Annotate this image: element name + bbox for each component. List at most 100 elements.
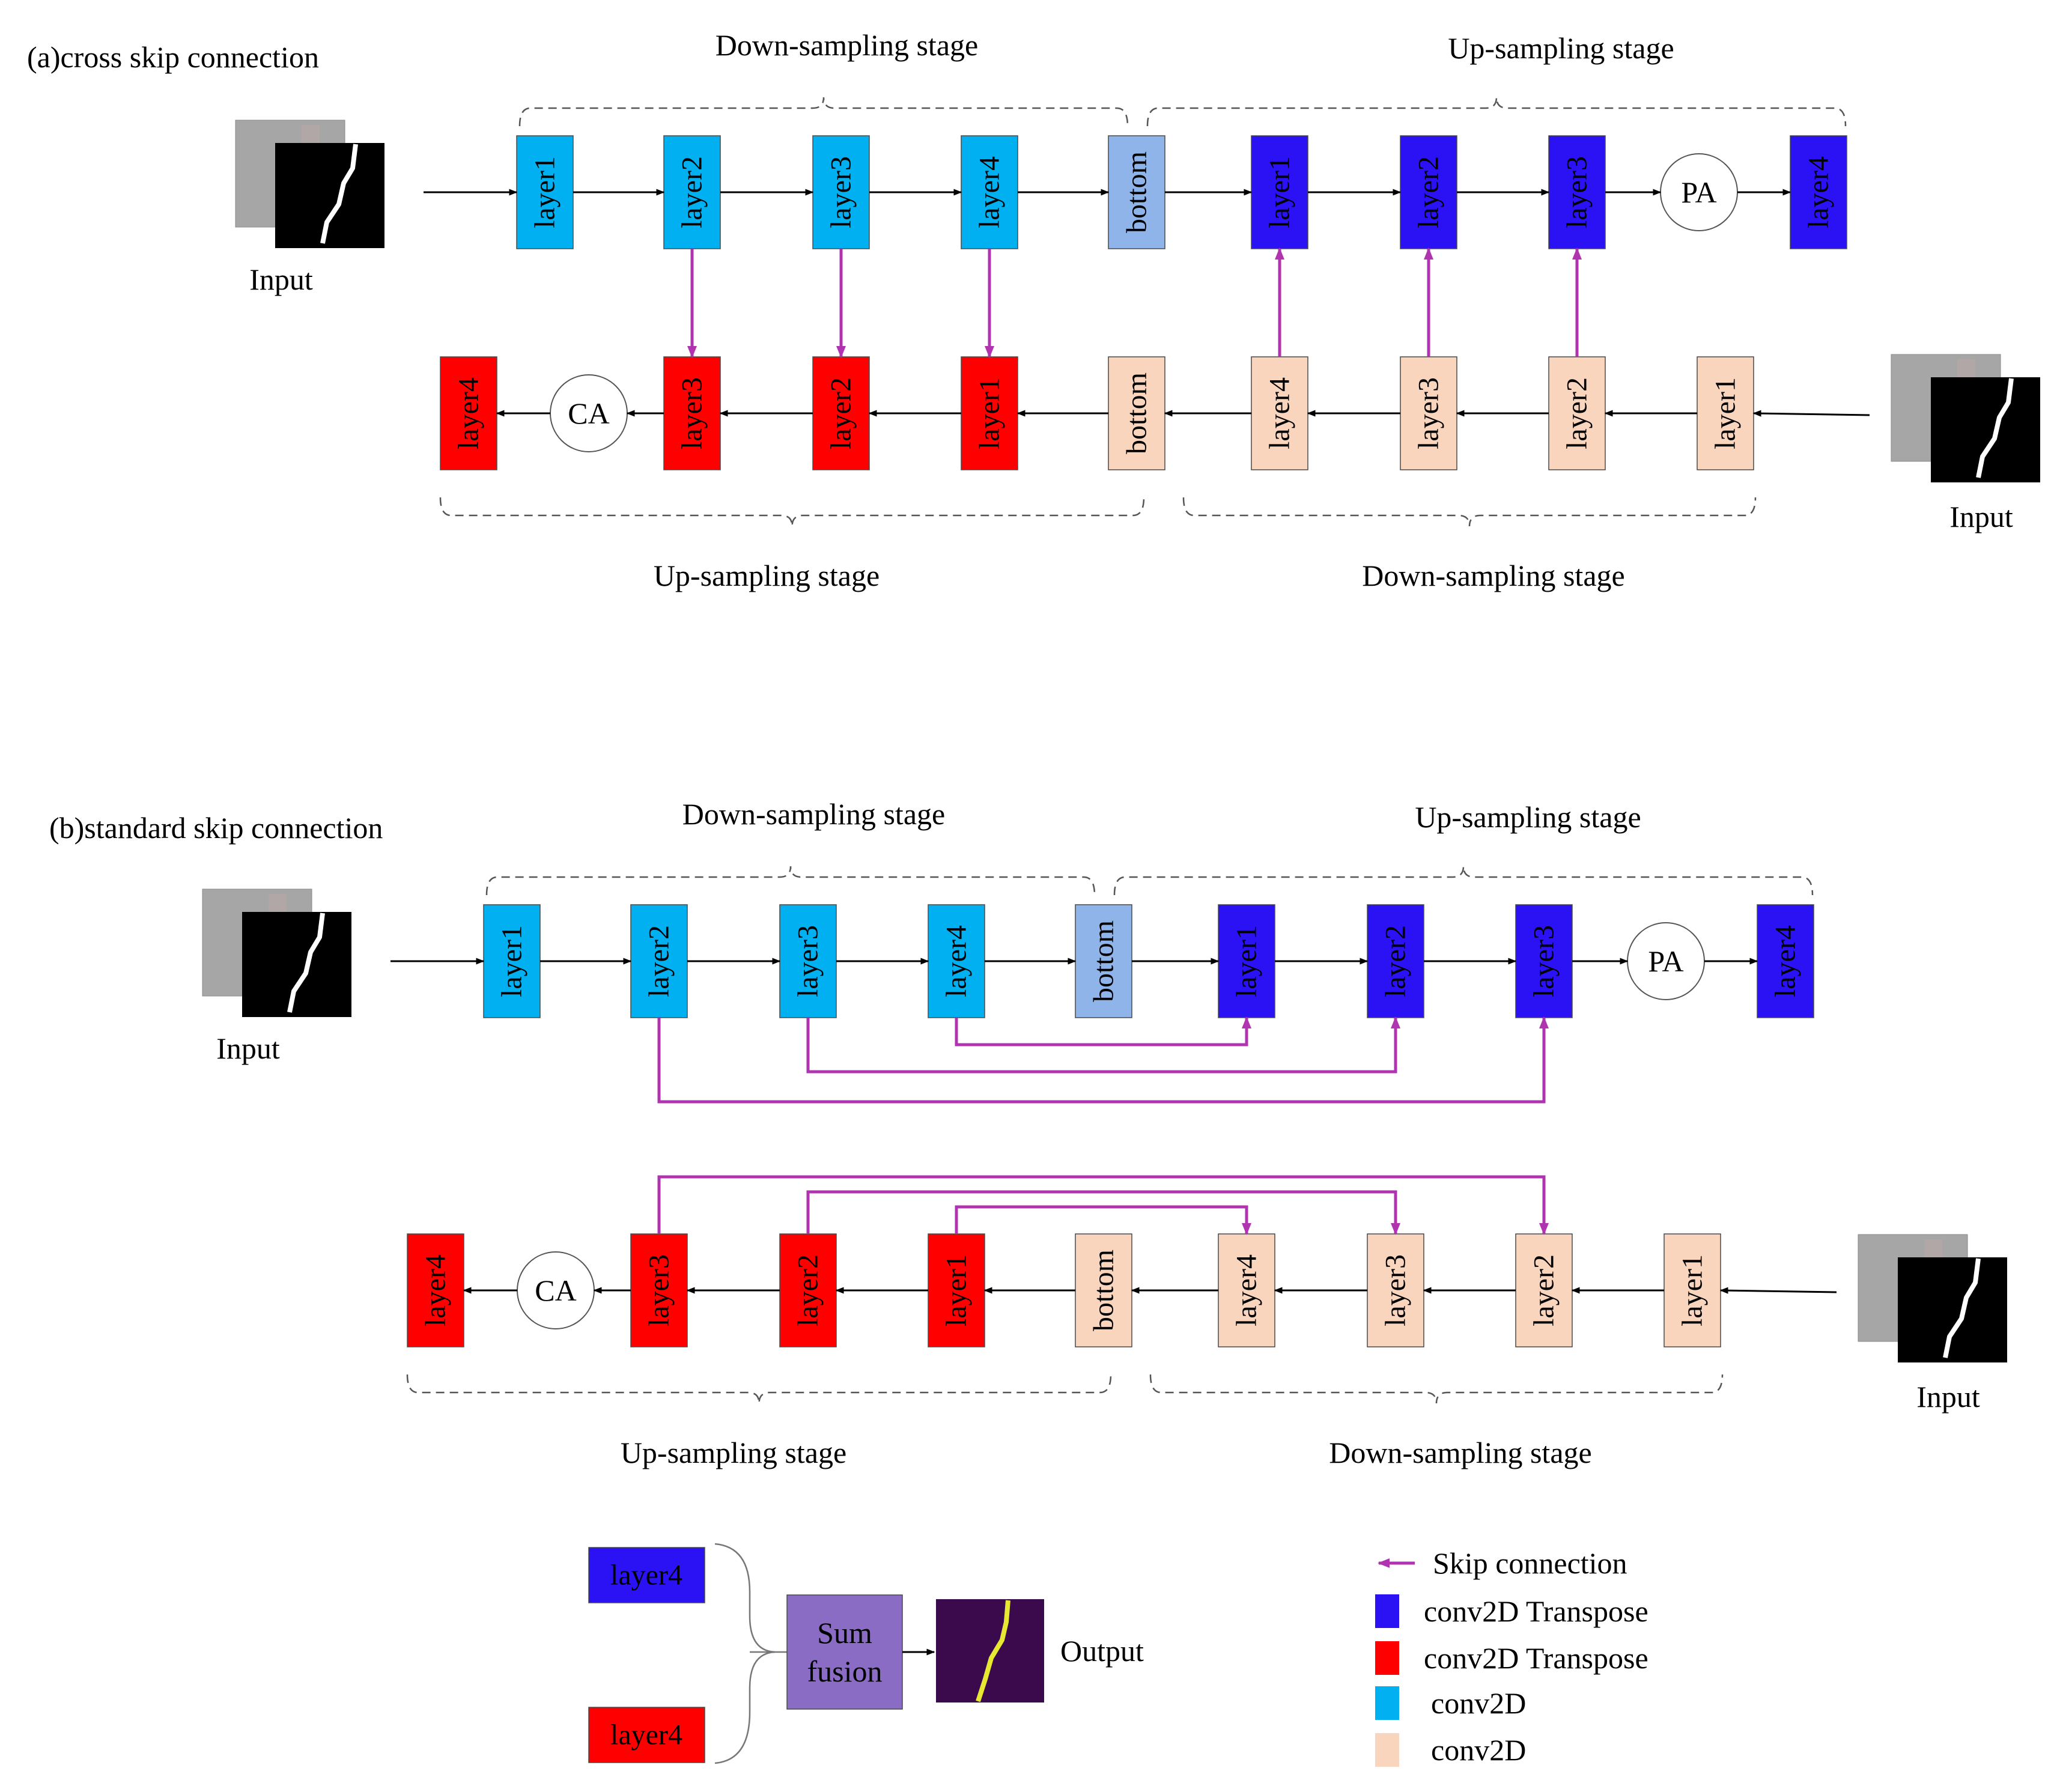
flow-arrow: [1752, 410, 1870, 417]
top-block-7-box: [1367, 904, 1424, 1018]
mask-image: [1898, 1257, 2007, 1362]
skip-connection-arrow: [657, 1016, 1549, 1104]
bottom-block-4-label: layer2: [825, 377, 857, 449]
top-block-3-label: layer3: [792, 925, 824, 997]
legend-swatch-dec_a: [1375, 1594, 1399, 1628]
top-block-1-label: layer1: [529, 156, 561, 228]
bottom-block-10-label: layer1: [1677, 1254, 1709, 1326]
top-block-4: layer4: [928, 904, 985, 1018]
top-block-3-label: layer3: [825, 156, 857, 228]
top-block-8: layer3: [1548, 135, 1606, 249]
top-block-1: layer1: [516, 135, 574, 249]
stage-label: Up-sampling stage: [621, 1436, 846, 1469]
bottom-block-7: layer4: [1251, 356, 1308, 470]
top-block-10: layer4: [1790, 135, 1847, 249]
bottom-block-1-box: [407, 1233, 464, 1347]
legend-label-skip: Skip connection: [1433, 1546, 1627, 1580]
fusion-red-layer4: layer4: [588, 1707, 705, 1763]
top-block-7: layer2: [1400, 135, 1457, 249]
top-block-5-label: bottom: [1088, 920, 1120, 1002]
top-block-2-label: layer2: [676, 156, 708, 228]
legend-label-enc_b: conv2D: [1431, 1733, 1526, 1767]
top-block-10-label: layer4: [1803, 156, 1835, 228]
top-block-5-box: [1075, 904, 1132, 1018]
bottom-block-7: layer4: [1218, 1233, 1275, 1347]
input-image-2: [1891, 354, 2040, 482]
stage-label: Down-sampling stage: [1362, 559, 1624, 592]
ca-node-label: CA: [535, 1274, 576, 1307]
output-image: [936, 1599, 1044, 1702]
bottom-block-10-box: [1697, 356, 1754, 470]
mask-image: [1931, 377, 2040, 482]
input-label: Input: [249, 263, 313, 296]
top-block-4-label: layer4: [974, 156, 1006, 228]
top-block-5: bottom: [1075, 904, 1132, 1018]
stage-label: Down-sampling stage: [682, 797, 945, 831]
down-stage-brace: [485, 866, 1096, 896]
fusion-label: fusion: [807, 1654, 883, 1688]
bottom-block-6-label: bottom: [1088, 1250, 1120, 1331]
input-image-2: [1858, 1234, 2007, 1362]
top-block-8-box: [1515, 904, 1573, 1018]
bottom-block-6: bottom: [1108, 356, 1165, 470]
bottom-block-9: layer2: [1548, 356, 1606, 470]
top-block-7: layer2: [1367, 904, 1424, 1018]
top-block-10-box: [1757, 904, 1814, 1018]
bottom-block-5-label: layer1: [941, 1254, 973, 1326]
skip-connection-arrow: [955, 1205, 1251, 1235]
bottom-block-7-label: layer4: [1231, 1254, 1263, 1326]
skip-connection-arrow: [955, 1016, 1251, 1046]
ca-node-label: CA: [568, 396, 609, 430]
bottom-block-5: layer1: [928, 1233, 985, 1347]
down-stage-brace: [1149, 1374, 1724, 1404]
input-label-2: Input: [1949, 500, 2013, 533]
top-block-2: layer2: [663, 135, 721, 249]
bottom-block-1-label: layer4: [453, 377, 485, 449]
output-crack: [976, 1600, 1010, 1702]
bottom-block-1: layer4: [407, 1233, 464, 1347]
stage-label: Up-sampling stage: [1448, 31, 1674, 65]
top-block-4: layer4: [961, 135, 1018, 249]
top-block-4-box: [961, 135, 1018, 249]
legend-swatch-enc_a: [1375, 1686, 1399, 1720]
top-block-5-label: bottom: [1121, 151, 1153, 233]
flow-arrow: [1719, 1287, 1837, 1294]
input-label-2: Input: [1916, 1380, 1980, 1414]
top-block-2: layer2: [630, 904, 688, 1018]
bottom-block-5-box: [961, 356, 1018, 470]
bottom-block-3: layer3: [663, 356, 721, 470]
stage-label: Up-sampling stage: [654, 559, 880, 592]
sum-label: Sum: [817, 1616, 872, 1650]
bottom-block-3-label: layer3: [676, 377, 708, 449]
bottom-block-8-box: [1367, 1233, 1424, 1347]
sum-fusion-box: [786, 1594, 903, 1710]
up-stage-brace: [1146, 97, 1847, 127]
fusion-red-label: layer4: [610, 1719, 682, 1751]
input-label: Input: [216, 1031, 280, 1065]
fusion-blue-box: [588, 1547, 705, 1603]
stage-label: Down-sampling stage: [716, 28, 978, 62]
top-block-1-label: layer1: [496, 925, 528, 997]
top-block-8-label: layer3: [1561, 156, 1593, 228]
bottom-block-3: layer3: [630, 1233, 688, 1347]
top-block-3: layer3: [779, 904, 837, 1018]
bottom-block-9-box: [1548, 356, 1606, 470]
top-block-5: bottom: [1108, 135, 1165, 249]
up-stage-brace: [1113, 866, 1814, 896]
bottom-block-6-label: bottom: [1121, 372, 1153, 454]
input-image: [235, 120, 384, 248]
top-block-6-box: [1251, 135, 1308, 249]
top-block-7-label: layer2: [1380, 925, 1412, 997]
crack-line: [1976, 378, 2014, 478]
pa-node: PA: [1660, 153, 1738, 231]
bottom-block-3-box: [630, 1233, 688, 1347]
ca-node: CA: [550, 374, 628, 452]
top-block-7-label: layer2: [1413, 156, 1445, 228]
bottom-block-10-box: [1664, 1233, 1721, 1347]
bottom-block-8-label: layer3: [1380, 1254, 1412, 1326]
bottom-block-4: layer2: [779, 1233, 837, 1347]
bottom-block-8: layer3: [1367, 1233, 1424, 1347]
bottom-block-6-box: [1108, 356, 1165, 470]
